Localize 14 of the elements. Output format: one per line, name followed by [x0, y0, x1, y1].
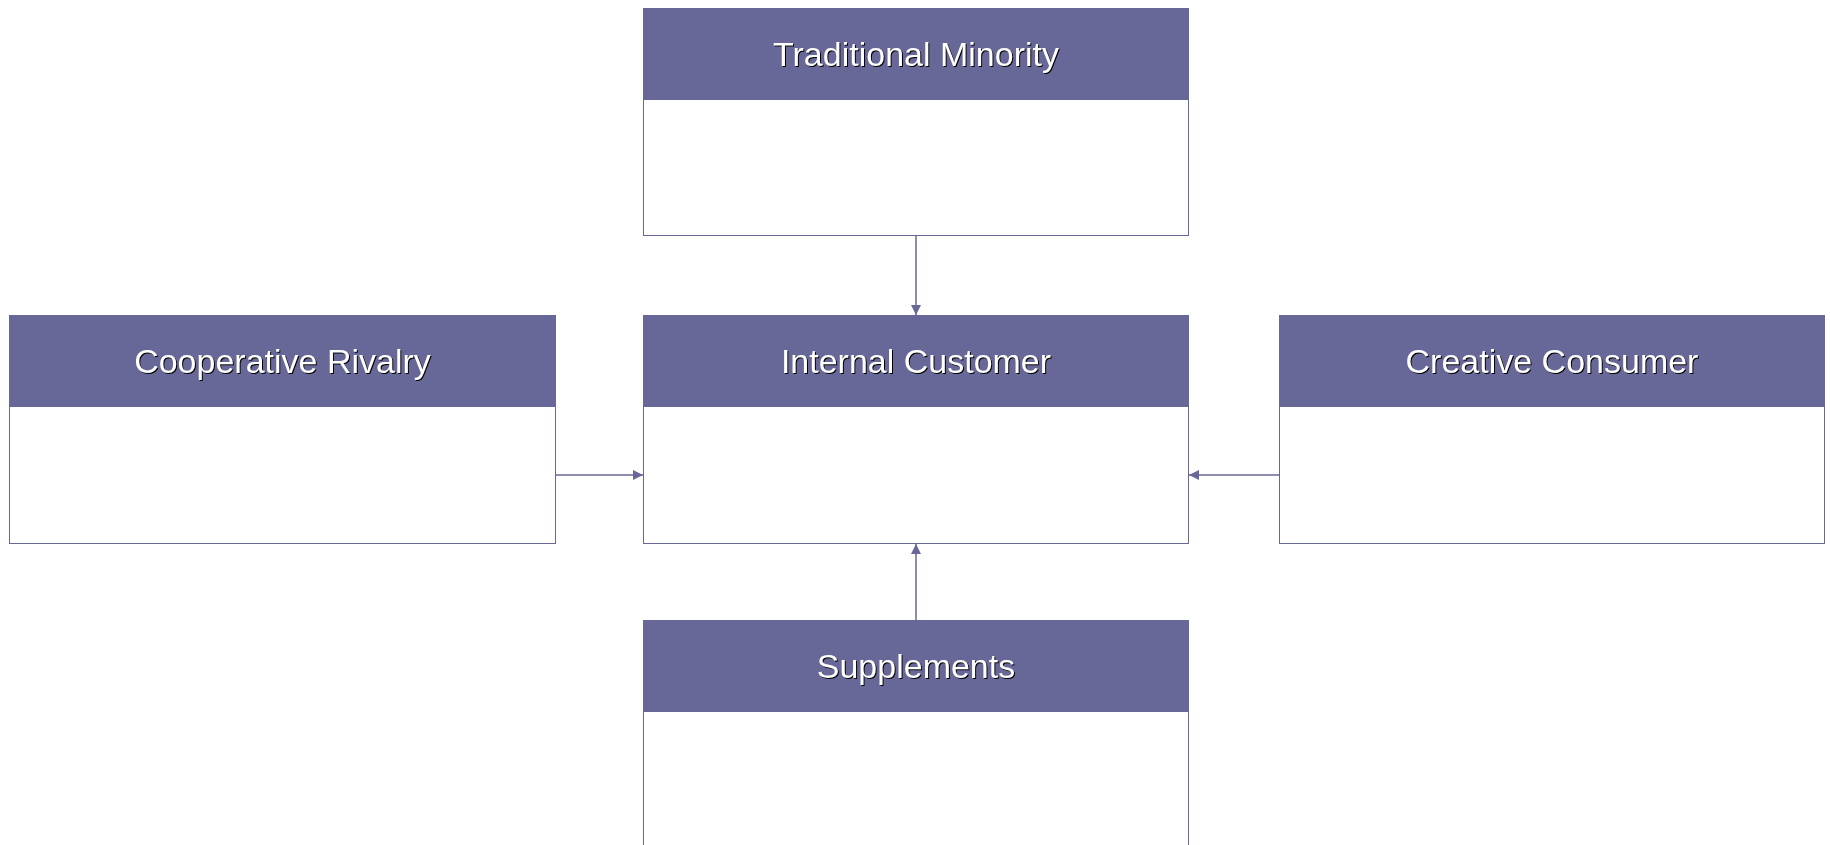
arrow — [1188, 470, 1280, 480]
arrow — [911, 543, 921, 621]
card-box — [643, 620, 1189, 845]
card-title: Creative Consumer — [1405, 342, 1699, 381]
card-title: Supplements — [816, 647, 1016, 686]
arrow — [911, 235, 921, 316]
card-box — [1279, 315, 1825, 544]
card-title: Cooperative Rivalry — [134, 342, 431, 381]
card-title: Traditional Minority — [773, 35, 1059, 74]
card-box — [9, 315, 556, 544]
arrow — [555, 470, 644, 480]
card-box — [643, 315, 1189, 544]
card-box — [643, 8, 1189, 236]
card-title: Internal Customer — [780, 342, 1052, 381]
